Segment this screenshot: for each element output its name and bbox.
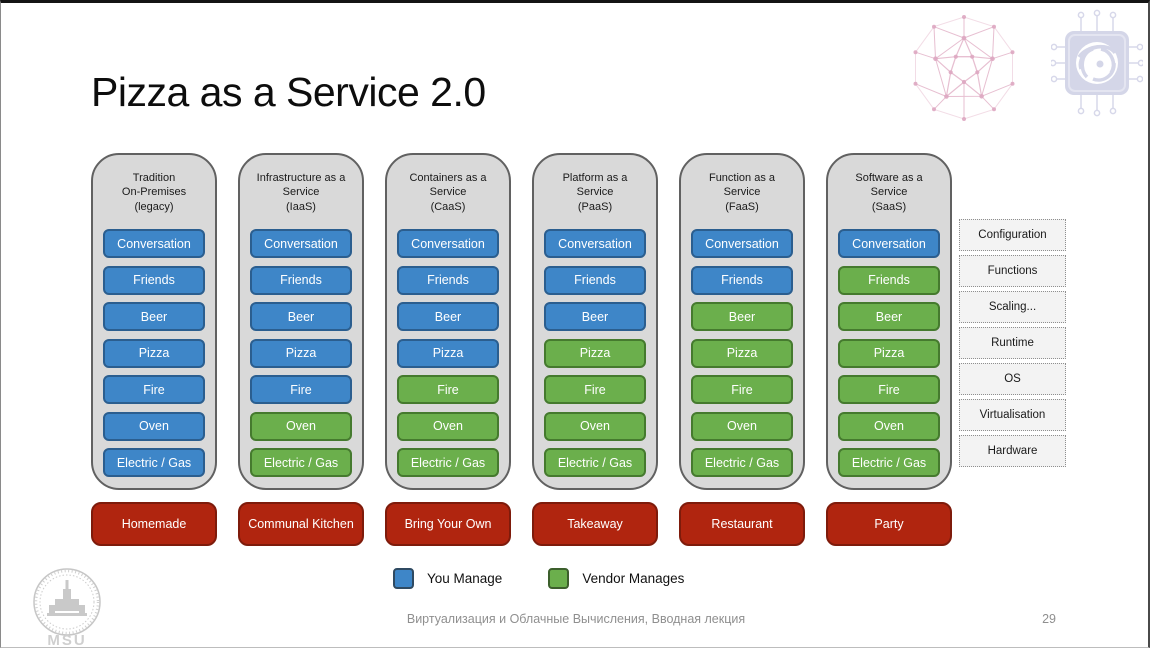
layer-label-functions: Functions <box>959 255 1066 287</box>
pill-friends: Friends <box>838 265 940 295</box>
legend-you-manage-label: You Manage <box>427 571 503 586</box>
option-restaurant: Restaurant <box>679 502 805 546</box>
option-party: Party <box>826 502 952 546</box>
pill-oven: Oven <box>397 411 499 441</box>
msu-logo: MSU <box>33 568 101 648</box>
pill-oven: Oven <box>103 411 205 441</box>
footer-lecture-title: Виртуализация и Облачные Вычисления, Вво… <box>406 612 746 626</box>
column-paas-pills: Conversation Friends Beer Pizza Fire Ove… <box>534 223 656 477</box>
slide-title: Pizza as a Service 2.0 <box>91 69 486 115</box>
pill-beer: Beer <box>691 302 793 331</box>
column-caas: Containers as a Service (CaaS) Conversat… <box>385 153 511 490</box>
column-saas: Software as a Service (SaaS) Conversatio… <box>826 153 952 490</box>
pill-fire: Fire <box>691 375 793 404</box>
column-caas-pills: Conversation Friends Beer Pizza Fire Ove… <box>387 223 509 477</box>
pill-pizza: Pizza <box>691 338 793 368</box>
column-paas-title: Platform as a Service (PaaS) <box>562 172 628 213</box>
pill-electric-gas: Electric / Gas <box>397 448 499 477</box>
pill-friends: Friends <box>691 265 793 295</box>
column-legacy-pills: Conversation Friends Beer Pizza Fire Ove… <box>93 223 215 477</box>
column-iaas-pills: Conversation Friends Beer Pizza Fire Ove… <box>240 223 362 477</box>
legend-you-manage: You Manage <box>393 568 502 589</box>
pill-pizza: Pizza <box>250 338 352 368</box>
pill-fire: Fire <box>838 375 940 404</box>
pill-fire: Fire <box>544 375 646 404</box>
pill-oven: Oven <box>544 411 646 441</box>
layer-label-scaling: Scaling... <box>959 291 1066 323</box>
pill-friends: Friends <box>103 265 205 295</box>
layer-label-configuration: Configuration <box>959 219 1066 251</box>
column-caas-title: Containers as a Service (CaaS) <box>409 172 487 213</box>
pill-electric-gas: Electric / Gas <box>544 448 646 477</box>
pill-fire: Fire <box>250 375 352 404</box>
pill-friends: Friends <box>544 265 646 295</box>
pill-beer: Beer <box>544 302 646 331</box>
option-takeaway: Takeaway <box>532 502 658 546</box>
pill-conversation: Conversation <box>397 229 499 258</box>
legend: You Manage Vendor Manages <box>393 568 684 589</box>
option-communal-kitchen: Communal Kitchen <box>238 502 364 546</box>
pill-electric-gas: Electric / Gas <box>838 448 940 477</box>
pill-fire: Fire <box>103 375 205 404</box>
msu-logo-text: MSU <box>47 632 86 648</box>
page-number: 29 <box>1042 612 1056 626</box>
pill-friends: Friends <box>397 265 499 295</box>
pill-conversation: Conversation <box>838 229 940 258</box>
pill-fire: Fire <box>397 375 499 404</box>
pill-friends: Friends <box>250 265 352 295</box>
legend-vendor-manages-label: Vendor Manages <box>582 571 685 586</box>
pill-conversation: Conversation <box>250 229 352 258</box>
pill-beer: Beer <box>250 302 352 331</box>
pill-pizza: Pizza <box>544 338 646 368</box>
pill-conversation: Conversation <box>103 229 205 258</box>
option-bring-your-own: Bring Your Own <box>385 502 511 546</box>
column-faas: Function as a Service (FaaS) Conversatio… <box>679 153 805 490</box>
pill-beer: Beer <box>838 302 940 331</box>
layer-label-runtime: Runtime <box>959 327 1066 359</box>
column-faas-title: Function as a Service (FaaS) <box>708 172 776 213</box>
column-paas: Platform as a Service (PaaS) Conversatio… <box>532 153 658 490</box>
pill-beer: Beer <box>397 302 499 331</box>
layer-label-virtualisation: Virtualisation <box>959 399 1066 431</box>
pill-pizza: Pizza <box>397 338 499 368</box>
vendor-manages-swatch <box>548 568 570 589</box>
pill-oven: Oven <box>691 411 793 441</box>
column-legacy: Tradition On-Premises (legacy) Conversat… <box>91 153 217 490</box>
layer-label-os: OS <box>959 363 1066 395</box>
layer-label-hardware: Hardware <box>959 435 1066 467</box>
layer-labels: Configuration Functions Scaling... Runti… <box>959 219 1066 467</box>
column-iaas-title: Infrastructure as a Service (IaaS) <box>256 172 346 213</box>
option-homemade: Homemade <box>91 502 217 546</box>
pill-oven: Oven <box>250 411 352 441</box>
option-buttons: Homemade Communal Kitchen Bring Your Own… <box>91 502 953 546</box>
column-legacy-title: Tradition On-Premises (legacy) <box>121 172 187 213</box>
column-faas-pills: Conversation Friends Beer Pizza Fire Ove… <box>681 223 803 477</box>
pill-electric-gas: Electric / Gas <box>103 448 205 477</box>
pill-electric-gas: Electric / Gas <box>250 448 352 477</box>
service-columns: Tradition On-Premises (legacy) Conversat… <box>91 153 953 490</box>
network-sphere-icon <box>913 15 1015 121</box>
pill-oven: Oven <box>838 411 940 441</box>
pill-beer: Beer <box>103 302 205 331</box>
pill-pizza: Pizza <box>838 338 940 368</box>
you-manage-swatch <box>393 568 414 589</box>
column-saas-pills: Conversation Friends Beer Pizza Fire Ove… <box>828 223 950 477</box>
pill-electric-gas: Electric / Gas <box>691 448 793 477</box>
chip-icon <box>1051 9 1143 117</box>
pill-conversation: Conversation <box>691 229 793 258</box>
pill-pizza: Pizza <box>103 338 205 368</box>
column-iaas: Infrastructure as a Service (IaaS) Conve… <box>238 153 364 490</box>
column-saas-title: Software as a Service (SaaS) <box>855 172 923 213</box>
pill-conversation: Conversation <box>544 229 646 258</box>
legend-vendor-manages: Vendor Manages <box>548 568 684 589</box>
